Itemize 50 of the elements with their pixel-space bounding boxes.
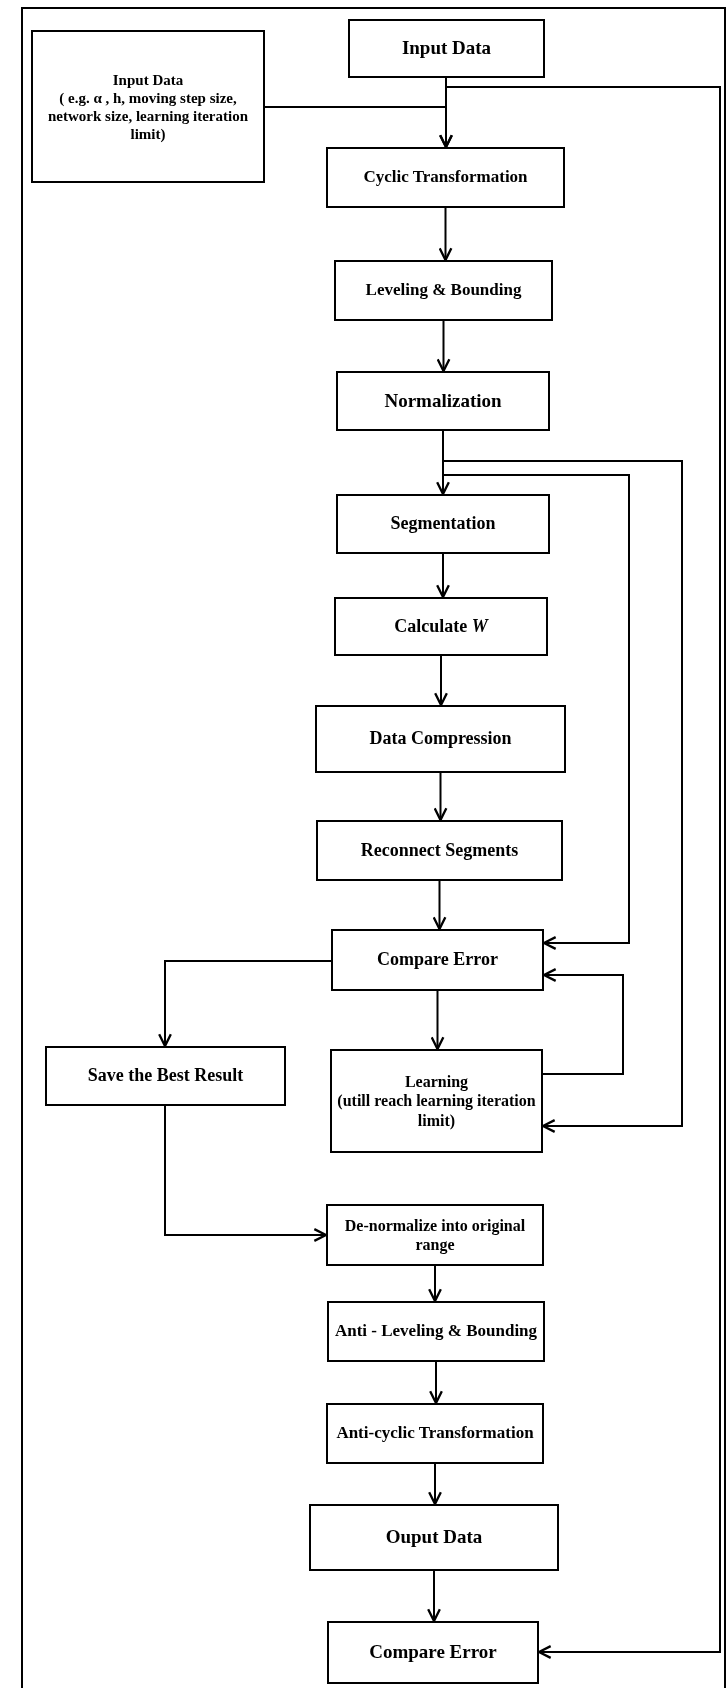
box-label: Compare Error <box>369 1641 497 1664</box>
arrow <box>542 968 624 1075</box>
arrow <box>428 1463 442 1506</box>
process-box <box>316 820 563 881</box>
arrow <box>427 1570 441 1623</box>
box-description: ( e.g. α , h, moving step size, network size, learning iteration limit) <box>47 88 249 143</box>
box-label: Calculate W <box>394 615 488 638</box>
arrow <box>428 1265 442 1303</box>
process-box <box>330 1049 543 1153</box>
box-label: De-normalize into original range <box>343 1215 527 1255</box>
process-box <box>336 494 550 554</box>
arrow <box>433 772 448 822</box>
box-label: Anti-cyclic Transformation <box>336 1423 534 1444</box>
arrow <box>429 1361 443 1405</box>
process-box <box>336 371 550 431</box>
arrow <box>434 655 448 707</box>
process-box <box>309 1504 559 1571</box>
box-label: Save the Best Result <box>87 1065 244 1087</box>
box-label: Reconnect Segments <box>360 839 519 862</box>
process-box <box>326 1204 544 1266</box>
process-box <box>31 30 265 183</box>
process-box <box>326 147 565 208</box>
arrow <box>430 990 445 1051</box>
process-box <box>45 1046 286 1106</box>
process-box <box>348 19 545 78</box>
box-label: Leveling & Bounding <box>365 280 522 301</box>
box-label: Anti - Leveling & Bounding <box>334 1321 538 1342</box>
box-label: Input Data <box>401 37 492 60</box>
arrow <box>436 553 450 599</box>
box-description: (utill reach learning iteration limit) <box>336 1091 537 1130</box>
process-box <box>334 260 553 321</box>
box-label: Data Compression <box>369 728 512 750</box>
process-box <box>327 1301 545 1362</box>
box-label: Cyclic Transformation <box>363 167 528 188</box>
arrow <box>438 207 453 262</box>
box-label: Compare Error <box>377 949 498 971</box>
process-box <box>326 1403 544 1464</box>
arrow <box>432 880 447 931</box>
box-label: Ouput Data <box>385 1526 483 1549</box>
box-heading: Learning <box>404 1072 469 1092</box>
arrow <box>436 320 451 373</box>
box-label: Segmentation <box>390 513 496 535</box>
box-heading: Input Data <box>112 70 184 89</box>
arrow <box>158 960 332 1048</box>
process-box <box>315 705 566 773</box>
process-box <box>331 929 544 991</box>
process-box <box>327 1621 539 1684</box>
process-box <box>334 597 548 656</box>
arrow <box>164 1105 328 1242</box>
box-label: Normalization <box>384 389 502 413</box>
